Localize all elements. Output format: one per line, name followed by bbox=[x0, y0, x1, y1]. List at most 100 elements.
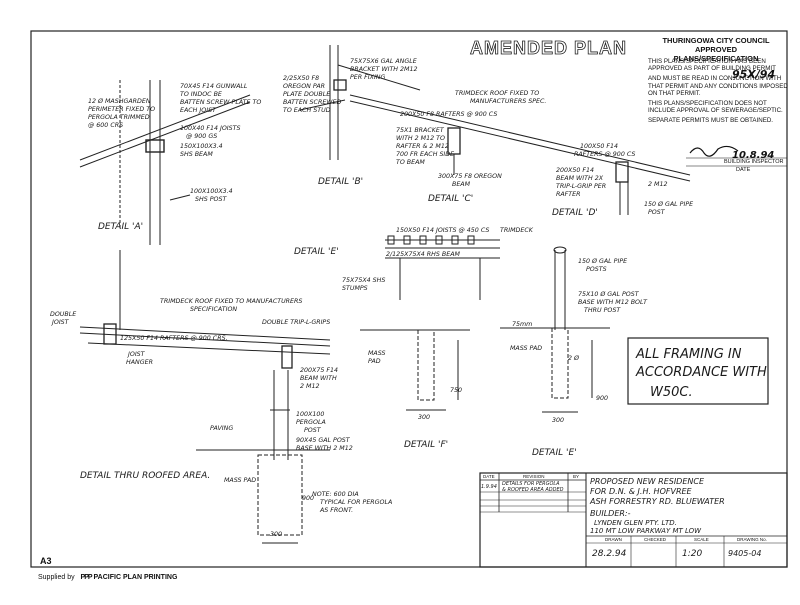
detail-e-upper-drawing bbox=[385, 235, 500, 300]
detail-f-title: DETAIL 'F' bbox=[404, 440, 448, 450]
note: HANGER bbox=[126, 359, 153, 366]
note: 12 Ø MASHGARDEN bbox=[88, 97, 151, 105]
note: PAD bbox=[368, 358, 381, 365]
note: RAFTER & 2 M12 bbox=[396, 143, 449, 150]
note: 150X50 F14 JOISTS @ 450 CS bbox=[396, 226, 489, 234]
note: OREGON PAR bbox=[283, 83, 325, 90]
framing-note: ALL FRAMING IN ACCORDANCE WITH W50C. bbox=[635, 347, 767, 400]
approval-date: 10.8.94 bbox=[732, 150, 775, 161]
note: MASS bbox=[368, 350, 386, 357]
note: SHS POST bbox=[195, 196, 227, 203]
drawing-no: 9405-04 bbox=[728, 549, 761, 558]
builder-label: BUILDER:- bbox=[590, 509, 631, 518]
note: 200X50 F8 RAFTERS @ 900 CS bbox=[400, 110, 497, 118]
sheet-size: A3 bbox=[40, 556, 52, 566]
detail-c-drawing bbox=[349, 94, 691, 182]
checked-label: CHECKED bbox=[644, 537, 667, 542]
roofed-area-drawing bbox=[79, 250, 331, 544]
footer: Supplied by PPP PACIFIC PLAN PRINTING bbox=[38, 574, 177, 581]
permit-number: 95X/94 bbox=[732, 68, 776, 81]
detail-b-drawing bbox=[299, 45, 421, 160]
note: 300 bbox=[552, 417, 564, 424]
note: 2/25X50 F8 bbox=[283, 75, 319, 82]
note: 100X40 F14 JOISTS bbox=[180, 125, 241, 132]
sheet-border bbox=[30, 30, 788, 568]
note: 2 Ø bbox=[568, 354, 580, 362]
note: 300 bbox=[270, 531, 282, 538]
approval-text: AND MUST BE READ IN CONJUNCTION WITH THA… bbox=[648, 75, 788, 97]
framing-note-line: ALL FRAMING IN bbox=[635, 347, 742, 362]
note: 75X10 Ø GAL POST bbox=[578, 290, 640, 298]
note: 300X75 F8 OREGON bbox=[438, 173, 502, 180]
ppp-logo-icon: PPP bbox=[80, 574, 93, 581]
framing-note-line: W50C. bbox=[650, 385, 693, 400]
detail-c-notes: TRIMDECK ROOF FIXED TO MANUFACTURERS SPE… bbox=[396, 90, 546, 188]
col-revision: REVISION bbox=[523, 474, 545, 479]
drawing-no-label: DRAWING No. bbox=[737, 537, 767, 542]
note: 750 bbox=[450, 387, 462, 394]
note: 90X45 GAL POST bbox=[296, 437, 351, 444]
note: POSTS bbox=[586, 266, 607, 273]
note: BEAM bbox=[452, 181, 471, 188]
detail-b-title: DETAIL 'B' bbox=[318, 177, 363, 187]
note: BEAM WITH bbox=[300, 375, 337, 382]
approved-label: APPROVED PLANS/SPECIFICATION bbox=[673, 45, 759, 63]
note: 75X1 BRACKET bbox=[396, 127, 445, 134]
note: SHS BEAM bbox=[180, 151, 213, 158]
detail-e-drawing bbox=[500, 246, 610, 413]
supplied-by: Supplied by bbox=[38, 574, 75, 581]
note: WITH 2 M12 TO bbox=[396, 135, 445, 142]
rev-text: & ROOFED AREA ADDED bbox=[502, 487, 564, 493]
framing-note-box bbox=[627, 337, 769, 405]
approval-stamp: THIS PLANS/SPECIFICATION HAS BEEN APPROV… bbox=[648, 58, 788, 128]
note: BASE WITH M12 BOLT bbox=[578, 299, 648, 306]
note: 200X50 F14 bbox=[556, 167, 594, 174]
project-line: PROPOSED NEW RESIDENCE bbox=[590, 477, 705, 486]
note: RAFTER bbox=[556, 191, 581, 198]
note: 100X50 F14 bbox=[580, 143, 618, 150]
note: BRACKET WITH 2M12 bbox=[350, 66, 417, 73]
detail-d-notes: 100X50 F14 RAFTERS @ 900 CS 200X50 F14 B… bbox=[556, 143, 693, 216]
approval-header: THURINGOWA CITY COUNCIL APPROVED PLANS/S… bbox=[652, 36, 780, 63]
col-by: BY bbox=[573, 474, 579, 479]
note: BASE WITH 2 M12 bbox=[296, 445, 353, 452]
note: 2 M12 bbox=[648, 181, 667, 188]
note: BEAM WITH 2X bbox=[556, 175, 604, 182]
note: 2/125X75X4 RHS BEAM bbox=[386, 251, 461, 258]
detail-b-notes: 2/25X50 F8 OREGON PAR PLATE DOUBLE BATTE… bbox=[283, 58, 417, 114]
approval-text: THIS PLANS/SPECIFICATION HAS BEEN APPROV… bbox=[648, 58, 776, 73]
drawn-date: 28.2.94 bbox=[592, 549, 627, 559]
note: BATTEN SCREWED bbox=[283, 99, 342, 106]
rev-date: 1.9.94 bbox=[481, 484, 497, 490]
note: POST bbox=[648, 209, 666, 216]
col-date: DATE bbox=[483, 474, 495, 479]
note: 125X50 F14 RAFTERS @ 900 CRS. bbox=[120, 334, 228, 342]
note: MANUFACTURERS SPEC. bbox=[470, 98, 546, 105]
note: PERIMETER FIXED TO bbox=[88, 106, 155, 113]
note: 2 M12 bbox=[300, 383, 319, 390]
note: POST bbox=[304, 427, 322, 434]
note: MASS PAD bbox=[510, 345, 542, 352]
detail-f-notes: MASS PAD 300 750 bbox=[368, 350, 462, 421]
inspector-label: BUILDING INSPECTOR bbox=[724, 159, 784, 165]
note: 300 bbox=[418, 414, 430, 421]
printer-company: PACIFIC PLAN PRINTING bbox=[93, 574, 178, 581]
framing-note-line: ACCORDANCE WITH bbox=[635, 365, 767, 380]
note: TRIMDECK ROOF FIXED TO MANUFACTURERS bbox=[160, 298, 302, 305]
detail-d-title: DETAIL 'D' bbox=[552, 208, 598, 218]
builder-line: LYNDEN GLEN PTY. LTD. bbox=[594, 519, 677, 527]
detail-f-drawing bbox=[360, 329, 470, 411]
amended-plan-stamp: AMENDED PLAN bbox=[470, 38, 628, 59]
note: MASS PAD bbox=[224, 477, 256, 484]
note: 75mm bbox=[512, 321, 532, 328]
note: 900 bbox=[596, 395, 608, 402]
detail-d-drawing bbox=[615, 161, 629, 215]
note: STUMPS bbox=[342, 285, 368, 292]
note: PERGOLA bbox=[296, 419, 326, 426]
builder-line: 110 MT LOW PARKWAY MT LOW bbox=[590, 527, 702, 535]
note: AS FRONT. bbox=[319, 507, 353, 514]
date-label: DATE bbox=[736, 167, 751, 173]
detail-e-upper-notes: 150X50 F14 JOISTS @ 450 CS 2/125X75X4 RH… bbox=[342, 226, 534, 292]
